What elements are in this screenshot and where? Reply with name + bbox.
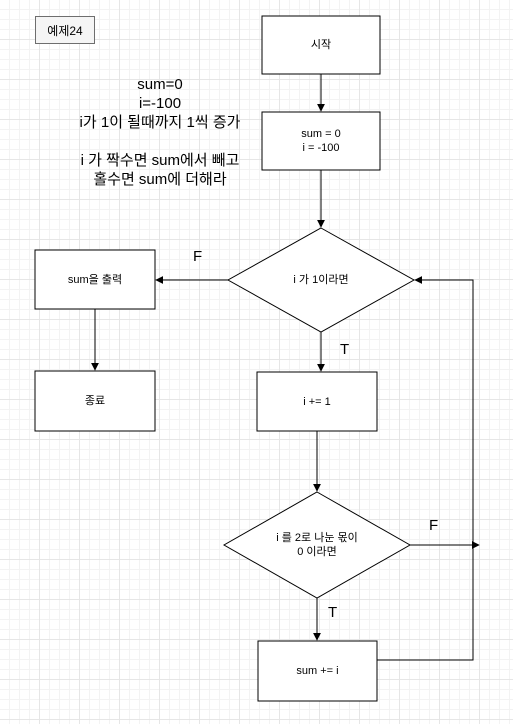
end-box[interactable] <box>34 370 156 432</box>
problem-description: sum=0 i=-100 i가 1이 될때까지 1씩 증가 i 가 짝수면 su… <box>40 75 280 189</box>
note-line-6: 홀수면 sum에 더해라 <box>93 171 227 188</box>
cond1-true-label: T <box>340 341 350 358</box>
add-box[interactable] <box>257 640 378 702</box>
example-tag: 예제24 <box>35 16 95 44</box>
edge-add-loop <box>377 276 474 661</box>
note-line-5: i 가 짝수면 sum에서 빼고 <box>80 152 240 169</box>
incr-box[interactable] <box>256 371 378 432</box>
cond2-diamond[interactable] <box>222 491 412 599</box>
cond1-diamond[interactable] <box>226 227 416 333</box>
output-box[interactable] <box>34 249 156 310</box>
note-line-2: i=-100 <box>138 95 182 112</box>
note-line-1: sum=0 <box>137 76 183 93</box>
cond2-false-label: F <box>429 517 439 534</box>
init-box[interactable] <box>261 111 381 171</box>
cond2-true-label: T <box>328 604 338 621</box>
start-box[interactable] <box>261 15 381 75</box>
note-line-3: i가 1이 될때까지 1씩 증가 <box>79 114 241 131</box>
cond1-false-label: F <box>193 248 203 265</box>
